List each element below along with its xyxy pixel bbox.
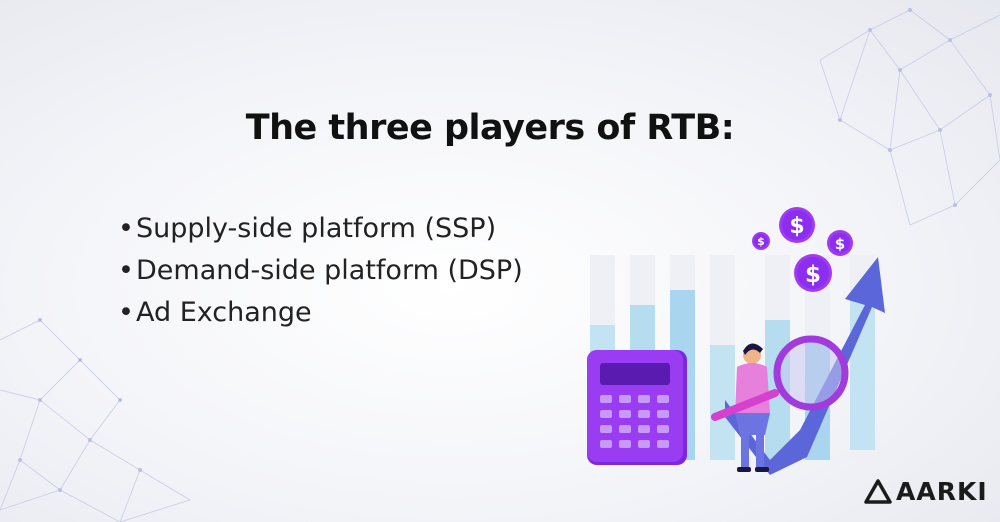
list-item: •Demand-side platform (DSP) — [118, 250, 523, 292]
trend-arrow-icon — [725, 257, 885, 475]
aarki-logo-icon — [864, 479, 892, 504]
bullet-marker: • — [118, 213, 134, 244]
dollar-symbol: $ — [835, 235, 845, 253]
dollar-coin-icon: $ — [779, 207, 815, 243]
calculator-icon — [587, 350, 687, 465]
dollar-symbol: $ — [805, 262, 821, 288]
rtb-illustration: $ $ $ $ — [587, 207, 885, 475]
dollar-coin-icon: $ — [794, 254, 832, 292]
list-item: •Ad Exchange — [118, 292, 523, 334]
network-pattern-bottom-left — [0, 318, 191, 522]
brand-name: AARKI — [896, 477, 988, 506]
network-pattern-top-right — [819, 8, 1000, 226]
bullet-list: •Supply-side platform (SSP) •Demand-side… — [118, 208, 523, 334]
list-item-text: Supply-side platform (SSP) — [136, 213, 497, 244]
magnifier-icon — [711, 335, 849, 421]
dollar-symbol: $ — [789, 214, 804, 239]
list-item-text: Demand-side platform (DSP) — [136, 255, 523, 286]
page-title: The three players of RTB: — [245, 108, 735, 148]
brand-logo: AARKI — [864, 476, 989, 506]
dollar-symbol: $ — [757, 235, 765, 248]
dollar-coin-icon: $ — [752, 232, 770, 250]
bullet-marker: • — [118, 297, 134, 328]
dollar-coin-icon: $ — [827, 230, 853, 256]
list-item-text: Ad Exchange — [136, 297, 312, 328]
bullet-marker: • — [118, 255, 134, 286]
list-item: •Supply-side platform (SSP) — [118, 208, 523, 250]
